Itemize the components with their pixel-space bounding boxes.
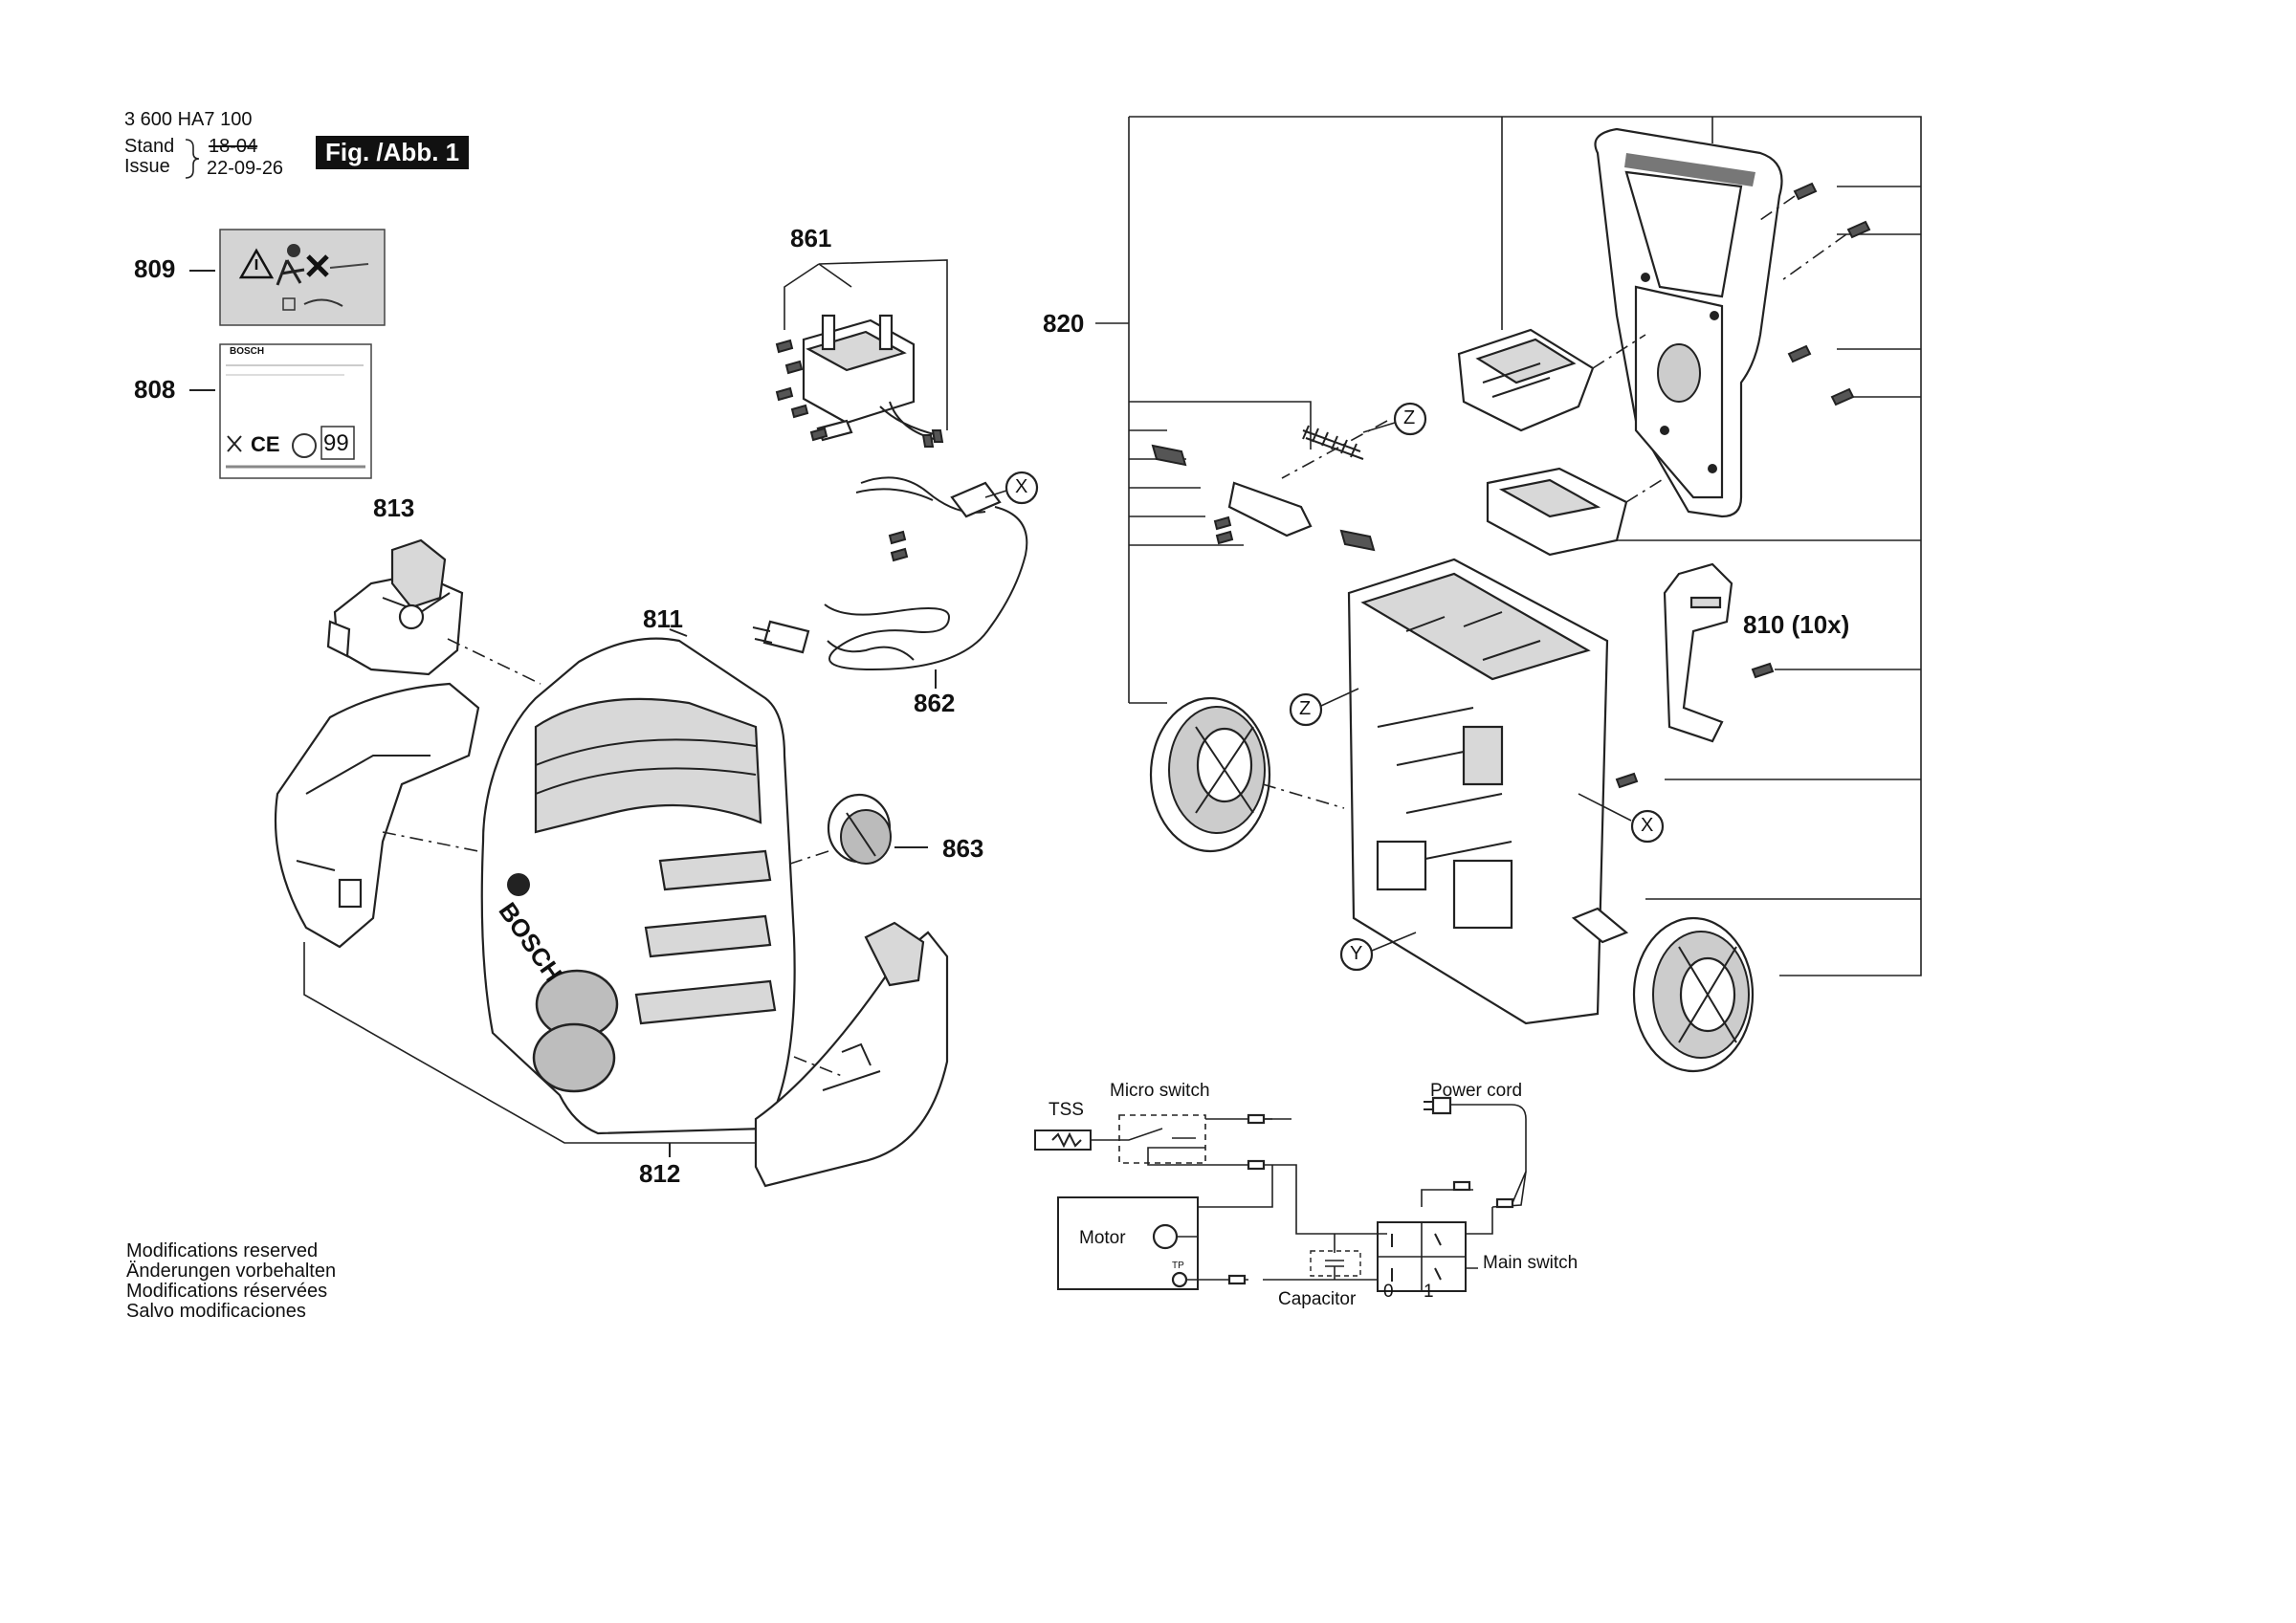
wiring-tss: TSS (1049, 1100, 1084, 1120)
callout-x-mid: X (1641, 815, 1654, 836)
callout-y: Y (1350, 943, 1363, 964)
callout-z-mid: Z (1299, 698, 1312, 719)
part-813: 813 (373, 493, 415, 522)
selector-knob (827, 793, 892, 865)
handle (1594, 127, 1783, 518)
part-812: 812 (639, 1159, 681, 1188)
hose-clip (1615, 562, 1775, 789)
wiring-power-cord: Power cord (1430, 1081, 1523, 1101)
hook-lower (1486, 467, 1628, 557)
stand-date-struck: 18-04 (209, 136, 258, 157)
issue-label: Issue (124, 156, 170, 177)
part-809: 809 (134, 254, 176, 283)
wiring-capacitor: Capacitor (1278, 1289, 1357, 1309)
callout-x-top: X (1015, 476, 1028, 497)
wiring-micro-switch: Micro switch (1110, 1081, 1210, 1101)
main-housing (480, 637, 796, 1135)
footer-line: Änderungen vorbehalten (126, 1261, 337, 1282)
footer-line: Modifications réservées (126, 1281, 328, 1302)
footer-line: Salvo modificaciones (126, 1301, 306, 1322)
spring (1302, 425, 1364, 460)
plug-housing (326, 538, 464, 676)
rating-plate (219, 343, 372, 479)
warning-sticker (219, 229, 386, 326)
wiring-main-switch: Main switch (1483, 1253, 1578, 1273)
screws-right (1787, 182, 1871, 406)
rating-plate-brand: BOSCH (230, 346, 265, 357)
wheel-right (1632, 916, 1755, 1073)
wiring-thermal: TP (1172, 1261, 1184, 1271)
part-863: 863 (942, 834, 984, 863)
wiring-motor: Motor (1079, 1228, 1126, 1248)
switch-assembly (775, 314, 944, 448)
callout-circles (1004, 402, 1665, 972)
part-808: 808 (134, 375, 176, 404)
part-862: 862 (914, 689, 956, 717)
side-panel (274, 682, 480, 949)
footer-notes: Modifications reserved Änderungen vorbeh… (126, 1241, 336, 1322)
header-brace (185, 139, 200, 179)
power-cord (752, 476, 1028, 671)
wiring-switch-off: 0 (1383, 1282, 1394, 1302)
footer-line: Modifications reserved (126, 1240, 319, 1261)
part-811: 811 (643, 604, 683, 633)
figure-badge: Fig. /Abb. 1 (316, 136, 470, 169)
part-861: 861 (790, 224, 832, 252)
part-820: 820 (1043, 309, 1085, 338)
document-number: 3 600 HA7 100 (124, 109, 253, 130)
rating-plate-marks: CE (251, 432, 280, 456)
wheel-left (1149, 696, 1271, 853)
hook-upper (1457, 328, 1595, 432)
callout-z-top: Z (1403, 407, 1416, 428)
rating-plate-value: 99 (323, 430, 349, 456)
wiring-switch-on: 1 (1424, 1282, 1434, 1302)
trigger-clip (1151, 444, 1376, 552)
wiring-diagram (1034, 1096, 1527, 1292)
issue-date: 22-09-26 (207, 158, 284, 179)
stand-label: Stand (124, 136, 175, 157)
part-810: 810 (10x) (1743, 610, 1850, 639)
frame-body (1347, 558, 1629, 1025)
lower-cover (754, 921, 949, 1188)
